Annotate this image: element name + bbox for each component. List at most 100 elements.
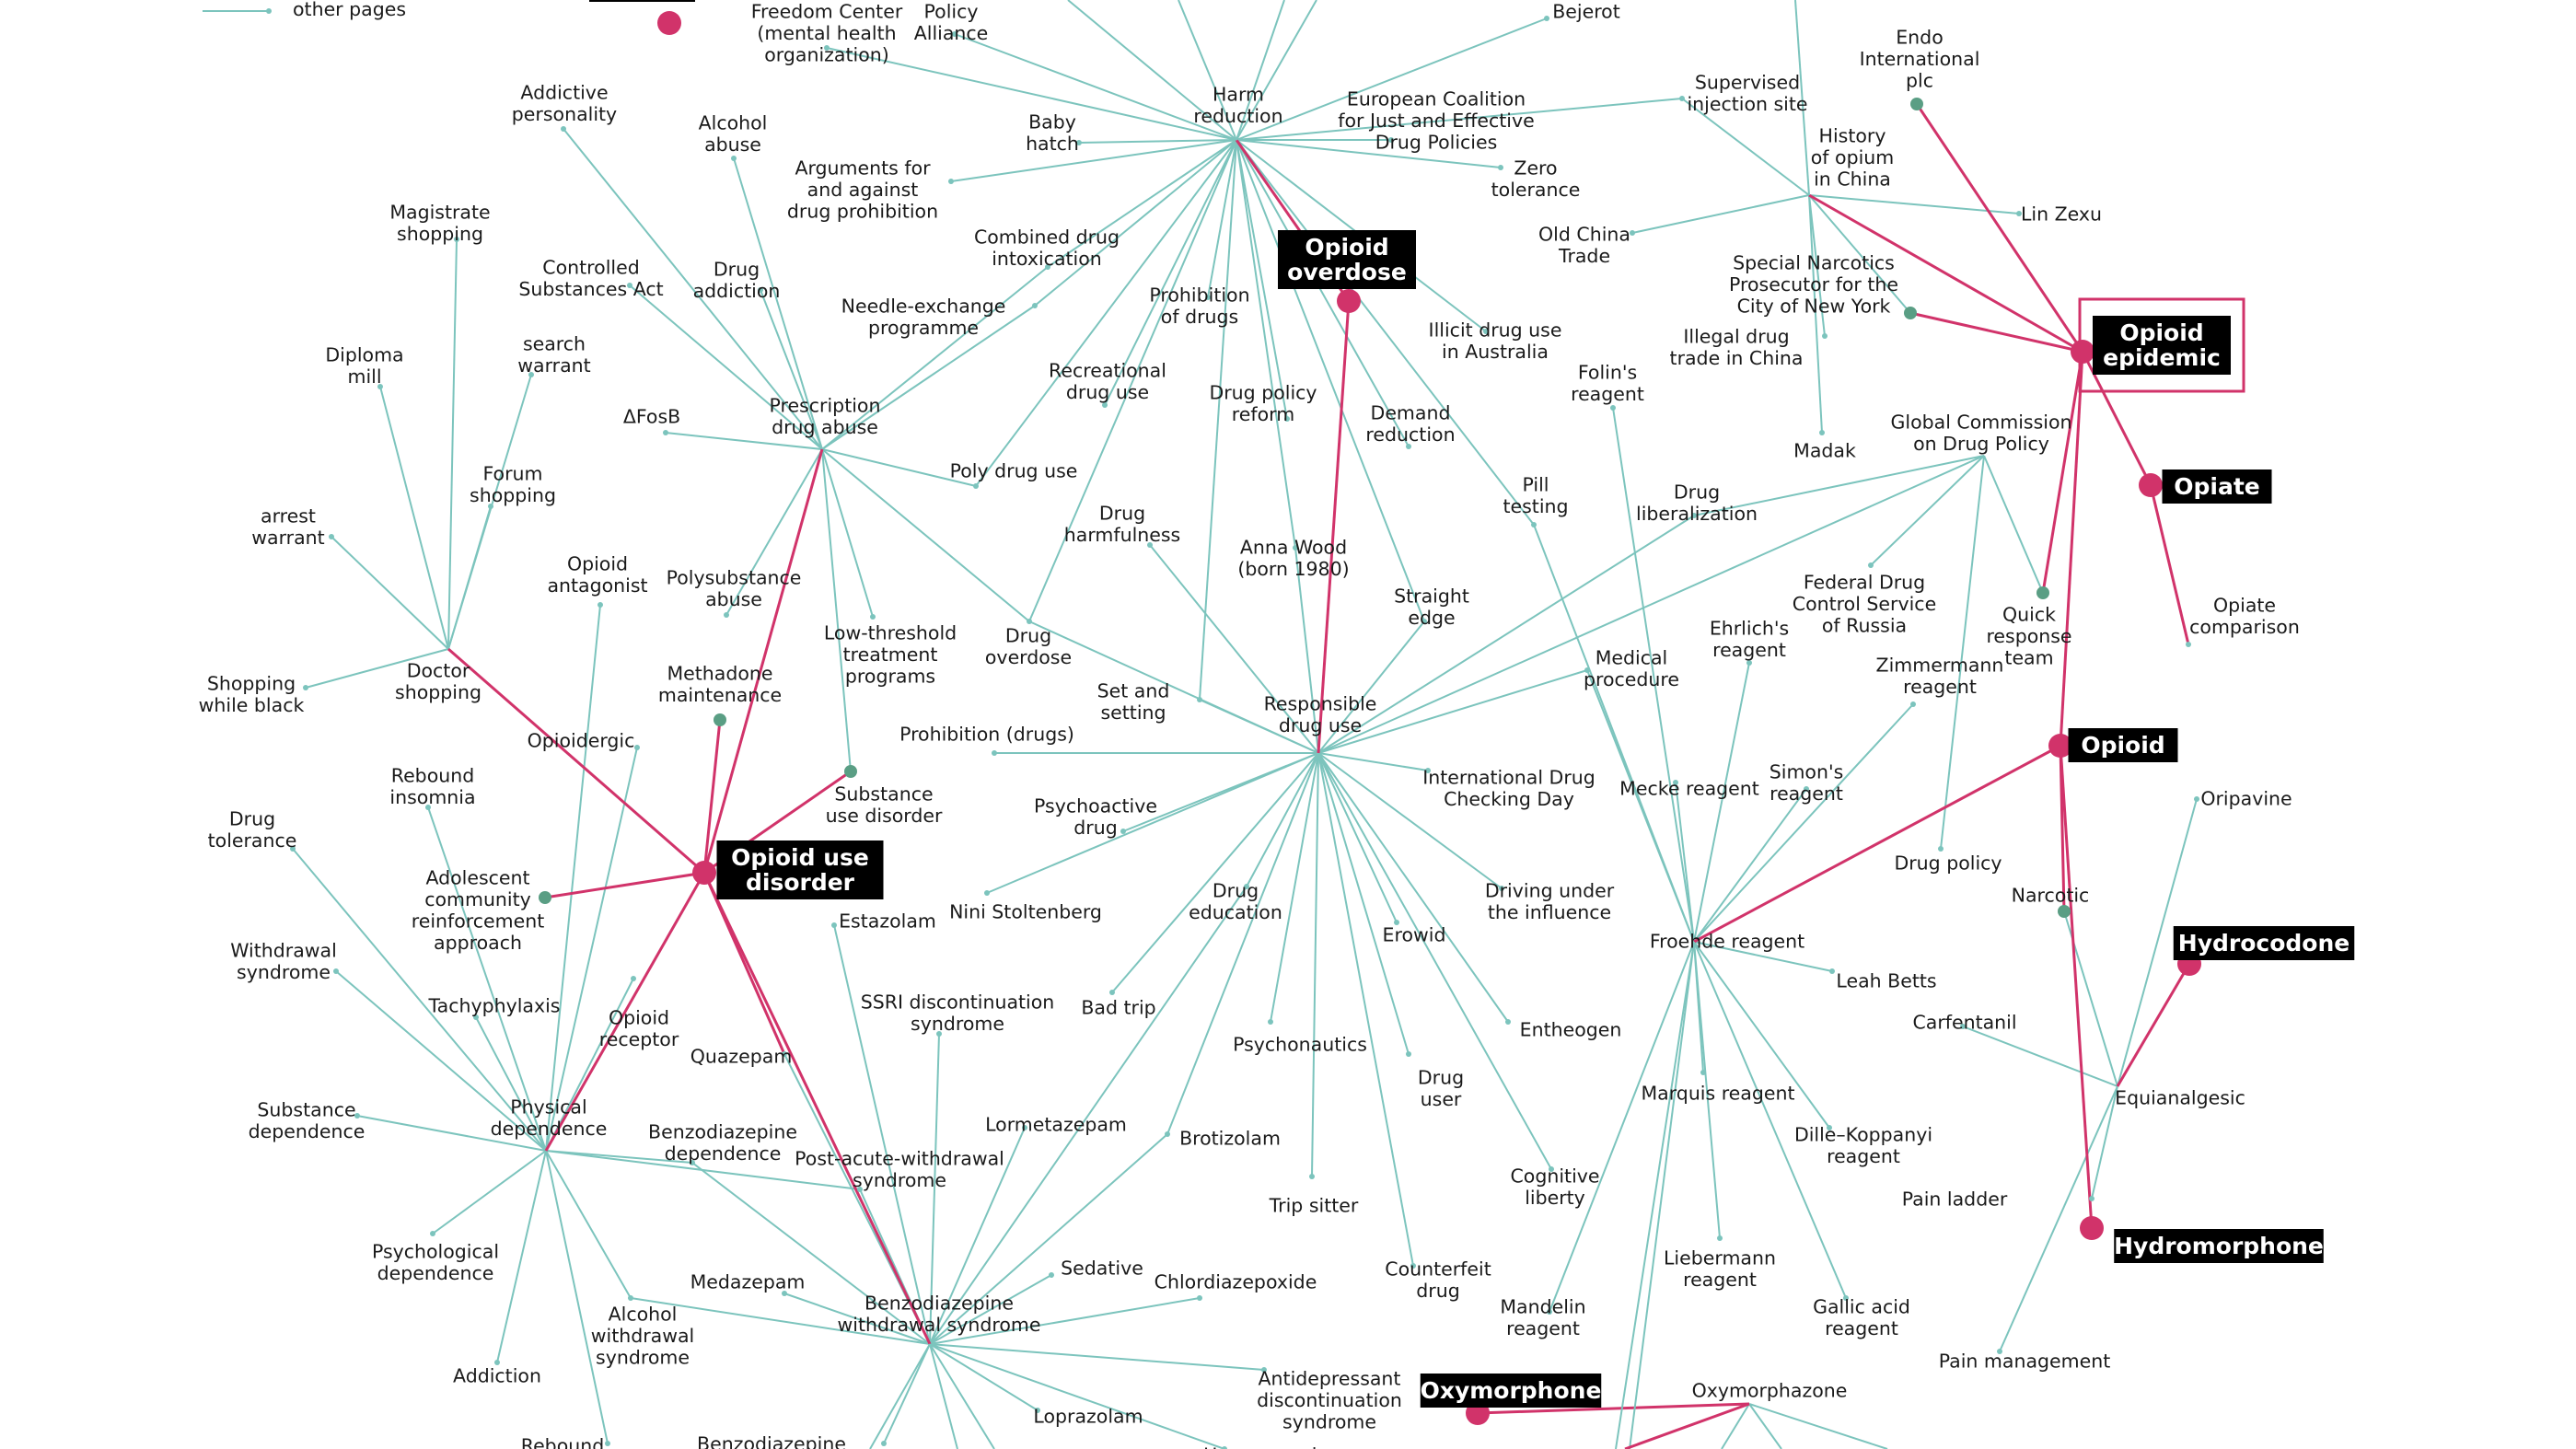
node-label-leah[interactable]: Leah Betts bbox=[1836, 970, 1936, 992]
node-dot-bejerot[interactable] bbox=[1544, 16, 1549, 21]
node-label-rebound[interactable]: Rebound bbox=[521, 1435, 605, 1449]
node-dot-carfentanil[interactable] bbox=[1960, 1024, 1966, 1029]
node-label-opiate[interactable]: Opiate bbox=[2162, 469, 2272, 504]
node-dot-harmfulness[interactable] bbox=[1147, 542, 1153, 548]
node-dot-fosb[interactable] bbox=[663, 430, 668, 435]
node-dot-special[interactable] bbox=[1904, 307, 1917, 319]
node-dot-args[interactable] bbox=[948, 179, 954, 184]
node-dot-combined[interactable] bbox=[1045, 264, 1050, 270]
node-dot-opiate[interactable] bbox=[2139, 473, 2163, 497]
node-label-chlordiazepoxide[interactable]: Chlordiazepoxide bbox=[1155, 1271, 1317, 1293]
node-dot-illegal_china[interactable] bbox=[1822, 333, 1828, 339]
node-dot-ecjedp[interactable] bbox=[1388, 137, 1394, 143]
node-label-oripavine[interactable]: Oripavine bbox=[2200, 788, 2292, 810]
node-dot-pain_ladder[interactable] bbox=[2089, 1196, 2094, 1201]
node-label-madak[interactable]: Madak bbox=[1793, 440, 1856, 462]
node-dot-pan_wd[interactable] bbox=[857, 1187, 863, 1192]
node-dot-withdrawal[interactable] bbox=[333, 968, 339, 974]
node-dot-driving[interactable] bbox=[1499, 886, 1504, 891]
node-dot-psych_dep[interactable] bbox=[430, 1231, 435, 1236]
node-label-poly[interactable]: Poly drug use bbox=[950, 460, 1078, 482]
node-dot-sedative[interactable] bbox=[1049, 1272, 1054, 1278]
node-dot-liebermann[interactable] bbox=[1717, 1235, 1723, 1241]
node-dot-mecke[interactable] bbox=[1673, 780, 1678, 785]
node-label-benzodiazepine[interactable]: Benzodiazepine bbox=[697, 1433, 846, 1449]
node-dot-needle[interactable] bbox=[1032, 303, 1038, 308]
node-dot-tolerance[interactable] bbox=[290, 846, 296, 852]
node-dot-prohibition_drugs[interactable] bbox=[1205, 295, 1211, 300]
node-dot-set_setting[interactable] bbox=[1197, 697, 1202, 702]
node-dot-opioid[interactable] bbox=[2048, 734, 2072, 758]
node-label-lormetazepam[interactable]: Lormetazepam bbox=[985, 1114, 1127, 1136]
node-label-oxyz[interactable]: Oxymorphazone bbox=[1692, 1380, 1848, 1402]
node-dot-pain_mgmt[interactable] bbox=[1997, 1349, 2002, 1354]
node-label-erowid[interactable]: Erowid bbox=[1383, 924, 1446, 946]
node-dot-sub_dep[interactable] bbox=[354, 1113, 360, 1119]
node-dot-search_warrant[interactable] bbox=[528, 372, 534, 377]
node-dot-supervised[interactable] bbox=[1679, 96, 1685, 101]
node-label-nini[interactable]: Nini Stoltenberg bbox=[949, 901, 1102, 923]
node-dot-diploma[interactable] bbox=[377, 384, 383, 389]
node-dot-oripavine[interactable] bbox=[2194, 796, 2199, 802]
node-label-entheogen[interactable]: Entheogen bbox=[1520, 1019, 1622, 1041]
node-dot-drug_user[interactable] bbox=[1406, 1051, 1411, 1057]
node-dot-entheogen[interactable] bbox=[1505, 1019, 1511, 1025]
node-dot-opiate_comp[interactable] bbox=[2186, 642, 2191, 647]
node-label-marquis[interactable]: Marquis reagent bbox=[1641, 1083, 1794, 1105]
node-dot-liberalization[interactable] bbox=[1691, 513, 1697, 518]
node-dot-mandelin[interactable] bbox=[1547, 1309, 1552, 1315]
node-dot-erowid[interactable] bbox=[1394, 920, 1399, 925]
node-dot-trip_sitter[interactable] bbox=[1309, 1174, 1315, 1179]
node-label-bad_trip[interactable]: Bad trip bbox=[1081, 997, 1155, 1019]
node-dot-arrest[interactable] bbox=[329, 534, 334, 539]
node-dot-dpr[interactable] bbox=[1284, 416, 1290, 422]
node-label-tachyphylaxis[interactable]: Tachyphylaxis bbox=[428, 995, 561, 1017]
node-dot-endo[interactable] bbox=[1910, 98, 1923, 110]
node-dot-benzo_dep[interactable] bbox=[690, 1160, 695, 1165]
node-dot-demand[interactable] bbox=[1406, 444, 1411, 449]
node-dot-low_threshold[interactable] bbox=[870, 614, 876, 620]
node-label-mecke[interactable]: Mecke reagent bbox=[1619, 778, 1759, 800]
node-dot-quick[interactable] bbox=[2036, 586, 2049, 599]
node-label-hydromorphone[interactable]: Hydromorphone bbox=[2114, 1229, 2324, 1263]
node-dot-drug_addiction[interactable] bbox=[758, 287, 763, 293]
node-dot-zimmermann[interactable] bbox=[1910, 701, 1916, 707]
